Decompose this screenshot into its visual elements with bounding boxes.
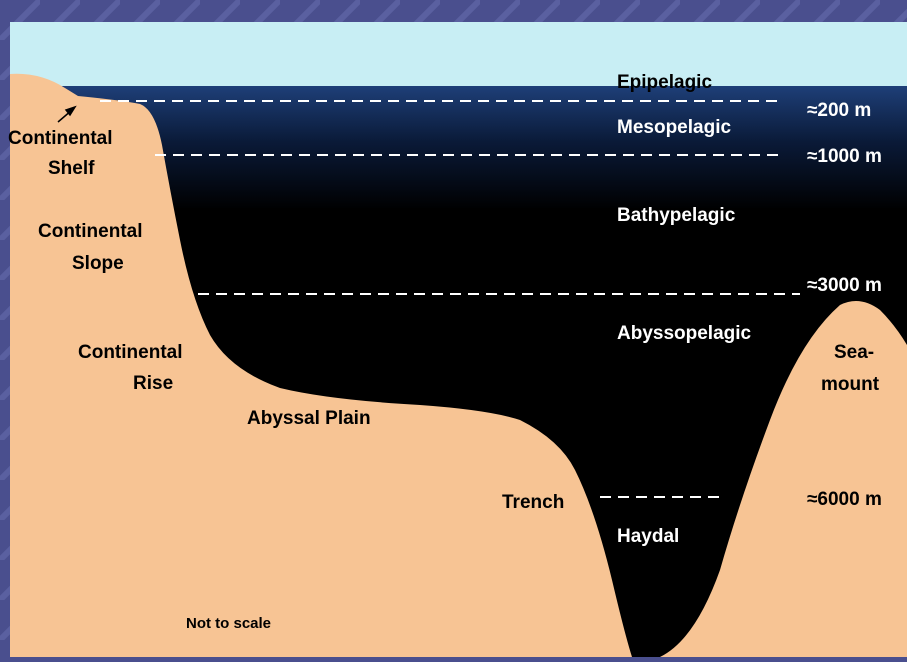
zone-epipelagic: Epipelagic <box>617 72 712 93</box>
depth-200m: ≈200 m <box>807 100 871 121</box>
note-not-to-scale: Not to scale <box>186 615 271 632</box>
label-rise-2: Rise <box>133 373 173 394</box>
depth-6000m: ≈6000 m <box>807 489 882 510</box>
label-trench: Trench <box>502 492 564 513</box>
zone-mesopelagic: Mesopelagic <box>617 117 731 138</box>
depth-3000m: ≈3000 m <box>807 275 882 296</box>
label-seamount-2: mount <box>821 374 880 395</box>
zone-bathypelagic: Bathypelagic <box>617 205 736 226</box>
zone-abyssopelagic: Abyssopelagic <box>617 323 752 344</box>
label-shelf-1: Continental <box>8 128 113 149</box>
depth-1000m: ≈1000 m <box>807 146 882 167</box>
label-shelf-2: Shelf <box>48 158 95 179</box>
zone-haydal: Haydal <box>617 526 679 547</box>
label-abyssal-plain: Abyssal Plain <box>247 408 371 429</box>
sky <box>10 22 907 92</box>
label-slope-2: Slope <box>72 253 124 274</box>
label-slope-1: Continental <box>38 221 143 242</box>
label-seamount-1: Sea- <box>834 342 874 363</box>
label-rise-1: Continental <box>78 342 183 363</box>
